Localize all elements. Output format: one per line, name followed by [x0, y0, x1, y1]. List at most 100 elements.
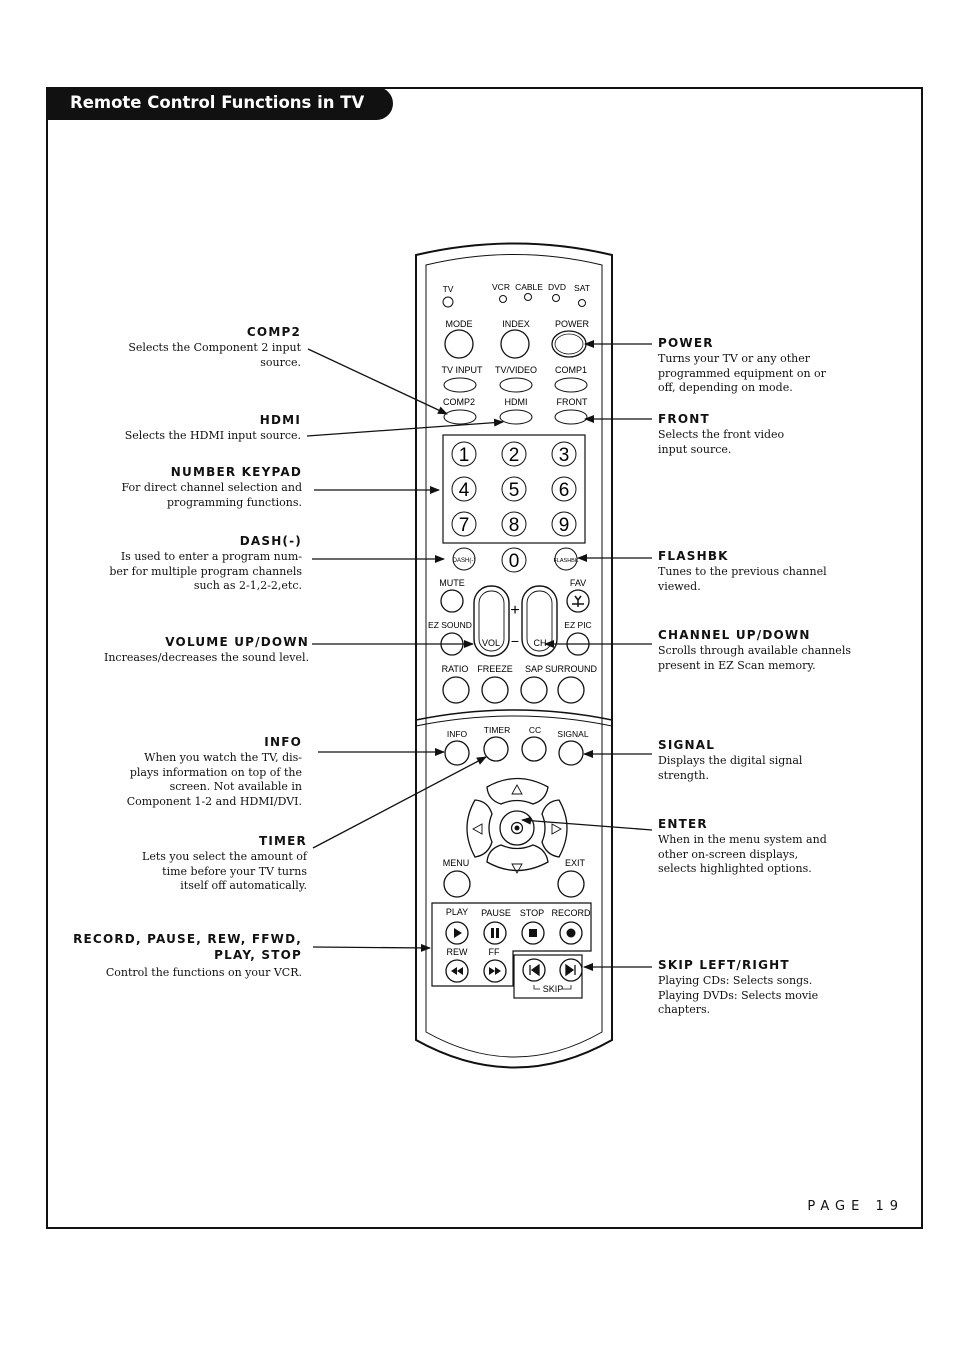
page-title: Remote Control Functions in TV Mode — [46, 87, 393, 143]
ratio-button[interactable] — [442, 676, 470, 704]
record-label: RECORD — [551, 908, 591, 918]
digit-8-button[interactable] — [501, 511, 527, 537]
info-button[interactable] — [444, 740, 470, 766]
digit-label: 0 — [509, 551, 520, 572]
enter-icon — [510, 821, 524, 835]
enter-icon-dot — [514, 825, 520, 831]
annotation-desc: Selects the front video input source. — [658, 428, 785, 456]
ff-icon — [489, 967, 501, 975]
annotation-timer: TIMER Lets you select the amount of time… — [87, 833, 307, 894]
hdmi-button[interactable] — [499, 409, 533, 425]
up-arrow-button[interactable] — [486, 777, 549, 805]
annotation-desc: When in the menu system and other on-scr… — [658, 833, 827, 876]
front-button[interactable] — [554, 409, 588, 425]
signal-button[interactable] — [558, 740, 584, 766]
cc-button[interactable] — [521, 736, 547, 762]
up-arrow-icon — [511, 784, 523, 795]
digit-4-button[interactable] — [451, 476, 477, 502]
annotation-desc: Playing CDs: Selects songs. Playing DVDs… — [658, 974, 819, 1017]
vol-label: VOL — [482, 638, 500, 648]
index-button[interactable] — [500, 329, 530, 359]
skip-frame — [513, 954, 583, 999]
digit-0-button[interactable] — [501, 547, 527, 573]
surround-button[interactable] — [557, 676, 585, 704]
annotation-desc: Turns your TV or any other programmed eq… — [658, 352, 826, 395]
timer-label: TIMER — [484, 725, 510, 735]
plus-symbol: + — [510, 602, 519, 619]
annotation-signal: SIGNAL Displays the digital signal stren… — [658, 737, 878, 783]
dash-button[interactable] — [452, 547, 476, 571]
ez-pic-label: EZ PIC — [564, 620, 591, 630]
menu-button[interactable] — [443, 870, 471, 898]
transport-frame — [431, 902, 592, 987]
annotation-power: POWER Turns your TV or any other program… — [658, 335, 878, 396]
skip-bracket — [533, 985, 572, 990]
volume-rocker-inner — [478, 590, 505, 652]
annotation-comp2: COMP2 Selects the Component 2 input sour… — [81, 324, 301, 370]
mute-button[interactable] — [440, 589, 464, 613]
cable-led — [524, 293, 532, 301]
annotation-enter: ENTER When in the menu system and other … — [658, 816, 878, 877]
pause-icon — [491, 928, 494, 938]
volume-rocker[interactable] — [473, 585, 510, 657]
annotation-heading: RECORD, PAUSE, REW, FFWD, PLAY, STOP — [73, 932, 302, 962]
freeze-label: FREEZE — [477, 664, 513, 674]
digit-label: 6 — [559, 480, 570, 501]
skip-left-icon — [529, 963, 540, 977]
cc-label: CC — [529, 725, 541, 735]
menu-label: MENU — [443, 858, 470, 868]
annotation-channel: CHANNEL UP/DOWN Scrolls through availabl… — [658, 627, 898, 673]
annotation-heading: SIGNAL — [658, 738, 716, 752]
annotation-heading: TIMER — [258, 834, 307, 848]
channel-rocker[interactable] — [521, 585, 558, 657]
down-arrow-button[interactable] — [486, 844, 549, 872]
digit-label: 2 — [509, 445, 520, 466]
power-button-ring — [554, 333, 584, 355]
skip-label: SKIP — [543, 984, 564, 994]
digit-9-button[interactable] — [551, 511, 577, 537]
digit-label: 9 — [559, 515, 570, 536]
digit-5-button[interactable] — [501, 476, 527, 502]
sap-button[interactable] — [520, 676, 548, 704]
annotation-front: FRONT Selects the front video input sour… — [658, 411, 878, 457]
remote-seam — [415, 709, 613, 721]
comp1-button[interactable] — [554, 377, 588, 393]
mode-button-label: MODE — [446, 319, 473, 329]
pause-icon — [496, 928, 499, 938]
digit-label: 5 — [509, 480, 520, 501]
tv-led — [442, 296, 454, 308]
freeze-button[interactable] — [481, 676, 509, 704]
timer-button[interactable] — [483, 736, 509, 762]
digit-7-button[interactable] — [451, 511, 477, 537]
left-arrow-button[interactable] — [466, 799, 493, 858]
annotation-heading: ENTER — [658, 817, 708, 831]
tv-video-button[interactable] — [499, 377, 533, 393]
digit-3-button[interactable] — [551, 441, 577, 467]
annotation-desc: Increases/decreases the sound level. — [103, 651, 309, 664]
annotation-heading: VOLUME UP/DOWN — [165, 635, 309, 649]
mode-button[interactable] — [444, 329, 474, 359]
annotation-desc: Is used to enter a program num- ber for … — [109, 550, 302, 593]
pause-button[interactable] — [483, 921, 507, 945]
sap-label: SAP — [525, 664, 543, 674]
arrow-timer — [312, 756, 487, 849]
exit-button[interactable] — [557, 870, 585, 898]
comp2-button[interactable] — [443, 409, 477, 425]
right-arrow-button[interactable] — [541, 799, 568, 858]
annotation-skip: SKIP LEFT/RIGHT Playing CDs: Selects son… — [658, 957, 878, 1018]
digit-6-button[interactable] — [551, 476, 577, 502]
mode-label: CABLE — [515, 282, 543, 292]
digit-1-button[interactable] — [451, 441, 477, 467]
play-label: PLAY — [446, 907, 468, 917]
power-button[interactable] — [551, 330, 587, 358]
annotation-heading: NUMBER KEYPAD — [170, 465, 302, 479]
arrow-hdmi — [306, 418, 504, 437]
right-arrow-icon — [551, 823, 562, 835]
digit-2-button[interactable] — [501, 441, 527, 467]
comp2-label: COMP2 — [443, 397, 475, 407]
fav-icon — [572, 595, 584, 607]
annotation-heading: CHANNEL UP/DOWN — [658, 628, 811, 642]
digit-label: 8 — [509, 515, 520, 536]
annotation-desc: Lets you select the amount of time befor… — [142, 850, 307, 893]
tv-input-button[interactable] — [443, 377, 477, 393]
